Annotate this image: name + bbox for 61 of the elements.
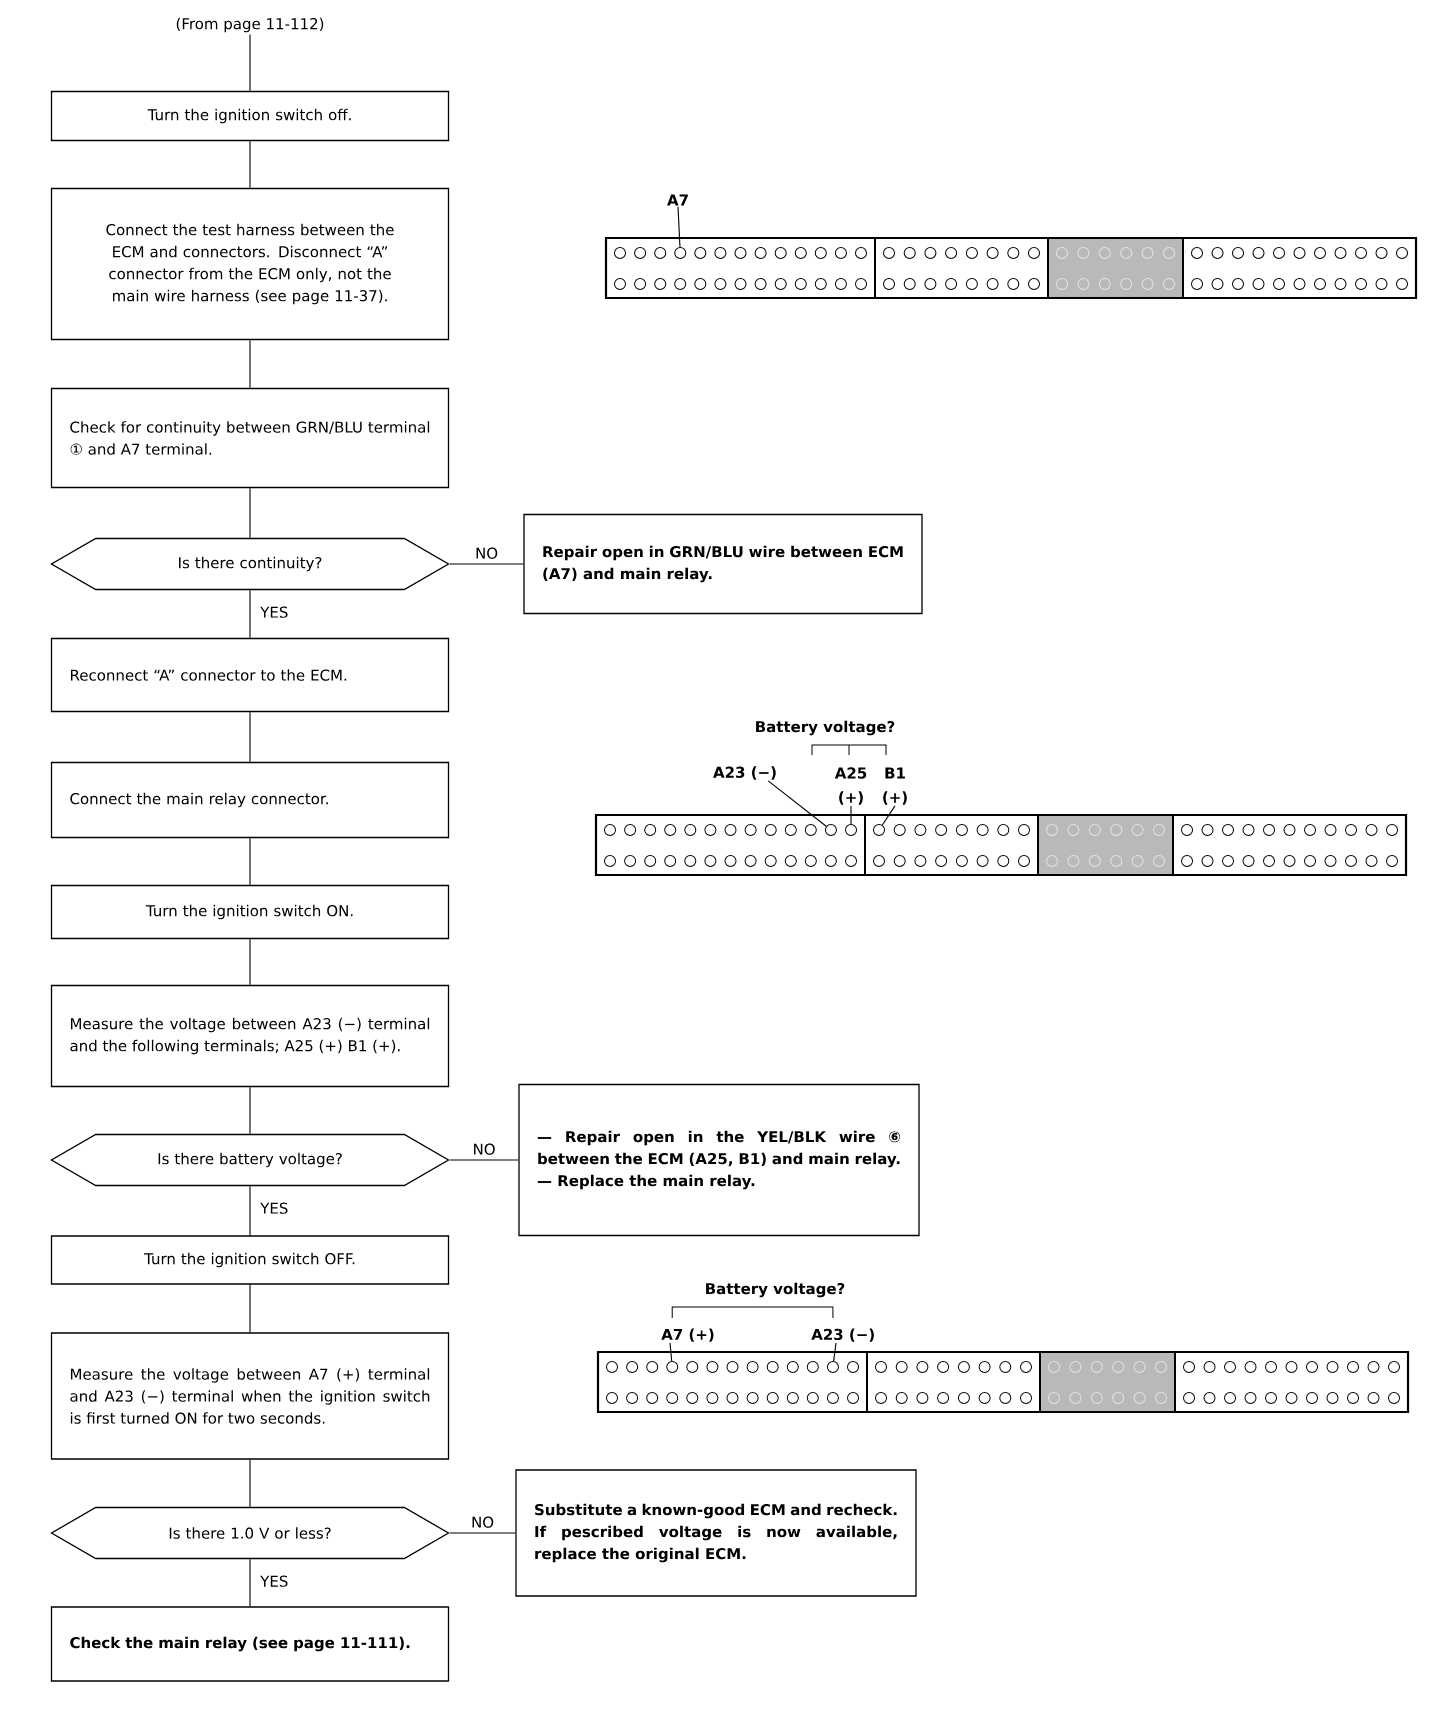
process-box: Check the main relay (see page 11-111). [50, 1606, 450, 1682]
pin-label: A7 [667, 194, 688, 206]
pin-label: A25 [834, 767, 867, 779]
pin-label: (+) [883, 791, 907, 805]
decision-box: Is there continuity? [50, 537, 450, 591]
connector-line [249, 487, 251, 539]
connector-line [249, 140, 251, 189]
terminal-pin [824, 824, 837, 836]
pin-label: B1 [885, 767, 905, 779]
connector-line [249, 1558, 251, 1607]
connector-line [249, 589, 251, 639]
connector-line [249, 1086, 251, 1135]
decision-box: Is there 1.0 V or less? [50, 1506, 450, 1560]
pin-label: (+) [839, 791, 863, 805]
leader-line [767, 780, 827, 827]
terminal-pin [873, 824, 885, 836]
repair-box: Substitute a known-good ECM and recheck. If pescribed voltage is now available, replace the original ECM. [515, 1469, 917, 1597]
connector-line [249, 1185, 251, 1236]
pin-label: A23 (−) [713, 766, 776, 780]
process-box: Turn the ignition switch off. [50, 90, 450, 142]
connector-line [249, 1284, 251, 1333]
connector-line [449, 1532, 516, 1534]
terminal-pin [826, 1361, 839, 1373]
process-box: Reconnect “A” connector to the ECM. [50, 637, 450, 713]
connector-line [249, 339, 251, 389]
voltage-question: Battery voltage? [706, 1282, 845, 1298]
edge-label: NO [473, 545, 501, 561]
process-box: Measure the voltage between A23 (−) terminal and the following terminals; A25 (+) B1 (+). [50, 984, 450, 1088]
connector-line [249, 1459, 251, 1508]
decision-box: Is there battery voltage? [50, 1133, 450, 1187]
edge-label: NO [470, 1141, 498, 1157]
connector-line [449, 1159, 519, 1161]
process-box: Turn the ignition switch OFF. [50, 1235, 450, 1285]
leader-line [850, 805, 852, 825]
voltage-question: Battery voltage? [756, 720, 895, 736]
connector-line [449, 563, 524, 565]
terminal-pin [674, 247, 687, 259]
process-box: Turn the ignition switch ON. [50, 884, 450, 940]
edge-label: NO [469, 1514, 497, 1530]
repair-box: — Repair open in the YEL/BLK wire ⑥ between the ECM (A25, B1) and main relay. — Replace the main relay. [518, 1083, 920, 1237]
leader-line [881, 805, 896, 826]
terminal-pin [666, 1361, 679, 1373]
leader-line [833, 1342, 837, 1362]
process-box: Connect the test harness between the ECM and connectors. Disconnect “A” connector from the ECM only, not the main wire harness (see page 11-37). [50, 187, 450, 341]
edge-label: YES [258, 1200, 291, 1216]
start-note: (From page 11-112) [176, 17, 324, 33]
connector-line [249, 938, 251, 986]
repair-box: Repair open in GRN/BLU wire between ECM (A7) and main relay. [523, 513, 923, 615]
pin-label: A23 (−) [811, 1328, 874, 1342]
connector-line [249, 33, 251, 92]
connector-line [249, 711, 251, 763]
leader-line [669, 1342, 673, 1362]
process-box: Connect the main relay connector. [50, 761, 450, 839]
leader-line [677, 206, 681, 248]
edge-label: YES [258, 1573, 291, 1589]
terminal-pin [845, 824, 857, 836]
pin-label: A7 (+) [661, 1328, 714, 1342]
connector-line [249, 837, 251, 886]
process-box: Measure the voltage between A7 (+) terminal and A23 (−) terminal when the ignition switch is first turned ON for two seconds. [50, 1332, 450, 1460]
edge-label: YES [258, 604, 291, 620]
process-box: Check for continuity between GRN/BLU terminal ① and A7 terminal. [50, 387, 450, 489]
